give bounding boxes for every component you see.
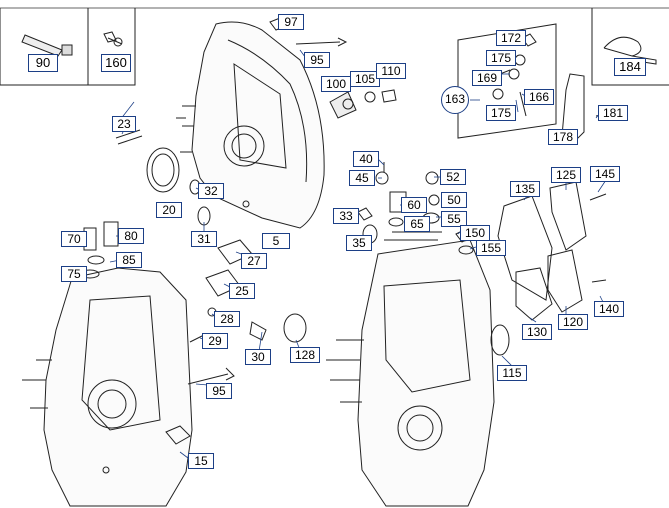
callout-80[interactable]: 80 <box>118 228 144 244</box>
callout-181[interactable]: 181 <box>598 105 628 121</box>
housing-main-left <box>22 267 193 507</box>
callout-55[interactable]: 55 <box>441 211 467 227</box>
callout-45[interactable]: 45 <box>349 170 375 186</box>
callout-25[interactable]: 25 <box>229 283 255 299</box>
callout-20[interactable]: 20 <box>156 202 182 218</box>
legend-label-184[interactable]: 184 <box>614 58 646 76</box>
callout-15[interactable]: 15 <box>188 453 214 469</box>
callout-60[interactable]: 60 <box>401 197 427 213</box>
legend-frame-left <box>0 8 136 86</box>
callout-50[interactable]: 50 <box>441 192 467 208</box>
callout-27[interactable]: 27 <box>241 253 267 269</box>
callout-166[interactable]: 166 <box>524 89 554 105</box>
callout-75[interactable]: 75 <box>61 266 87 282</box>
gasket-130 <box>515 267 553 321</box>
callout-95-bottom[interactable]: 95 <box>206 383 232 399</box>
callout-32[interactable]: 32 <box>198 183 224 199</box>
callout-95-top[interactable]: 95 <box>304 52 330 68</box>
callout-163[interactable]: 163 <box>441 86 469 114</box>
callout-105[interactable]: 105 <box>350 71 380 87</box>
cover-120 <box>547 249 583 313</box>
callout-175-bottom[interactable]: 175 <box>486 105 516 121</box>
callout-178[interactable]: 178 <box>548 129 578 145</box>
callout-65[interactable]: 65 <box>404 216 430 232</box>
housing-main-right <box>326 231 495 507</box>
callout-40[interactable]: 40 <box>353 151 379 167</box>
callout-110[interactable]: 110 <box>376 63 406 79</box>
legend-frame-right <box>591 8 669 86</box>
callout-5[interactable]: 5 <box>262 233 290 249</box>
cover-128 <box>283 313 307 343</box>
seal-ring-20 <box>146 147 180 193</box>
tube-icon <box>21 34 73 57</box>
callout-140[interactable]: 140 <box>594 301 624 317</box>
callout-135[interactable]: 135 <box>510 181 540 197</box>
callout-120[interactable]: 120 <box>558 314 588 330</box>
callout-35[interactable]: 35 <box>346 235 372 251</box>
legend-label-90[interactable]: 90 <box>28 54 58 72</box>
callout-130[interactable]: 130 <box>522 324 552 340</box>
housing-plate-upper <box>176 21 325 229</box>
callout-31[interactable]: 31 <box>191 231 217 247</box>
callout-115[interactable]: 115 <box>497 365 527 381</box>
callout-97[interactable]: 97 <box>278 14 304 30</box>
callout-128[interactable]: 128 <box>290 347 320 363</box>
callout-125[interactable]: 125 <box>551 167 581 183</box>
callout-70[interactable]: 70 <box>61 231 87 247</box>
callout-33[interactable]: 33 <box>333 208 359 224</box>
legend-label-160[interactable]: 160 <box>101 54 131 72</box>
callout-28[interactable]: 28 <box>214 311 240 327</box>
cover-125 <box>549 181 587 251</box>
callout-145[interactable]: 145 <box>590 166 620 182</box>
gasket-135 <box>497 195 553 301</box>
callout-150[interactable]: 150 <box>460 225 490 241</box>
callout-169[interactable]: 169 <box>472 70 502 86</box>
callout-23[interactable]: 23 <box>112 116 136 132</box>
callout-85[interactable]: 85 <box>116 252 142 268</box>
bolt-icon <box>103 31 123 47</box>
callout-29[interactable]: 29 <box>202 333 228 349</box>
callout-175-top[interactable]: 175 <box>486 50 516 66</box>
callout-52[interactable]: 52 <box>440 169 466 185</box>
callout-30[interactable]: 30 <box>245 349 271 365</box>
fitting-100 <box>329 91 357 119</box>
seal-115 <box>490 324 510 356</box>
callout-100[interactable]: 100 <box>321 76 351 92</box>
callout-172[interactable]: 172 <box>496 30 526 46</box>
callout-155[interactable]: 155 <box>476 240 506 256</box>
